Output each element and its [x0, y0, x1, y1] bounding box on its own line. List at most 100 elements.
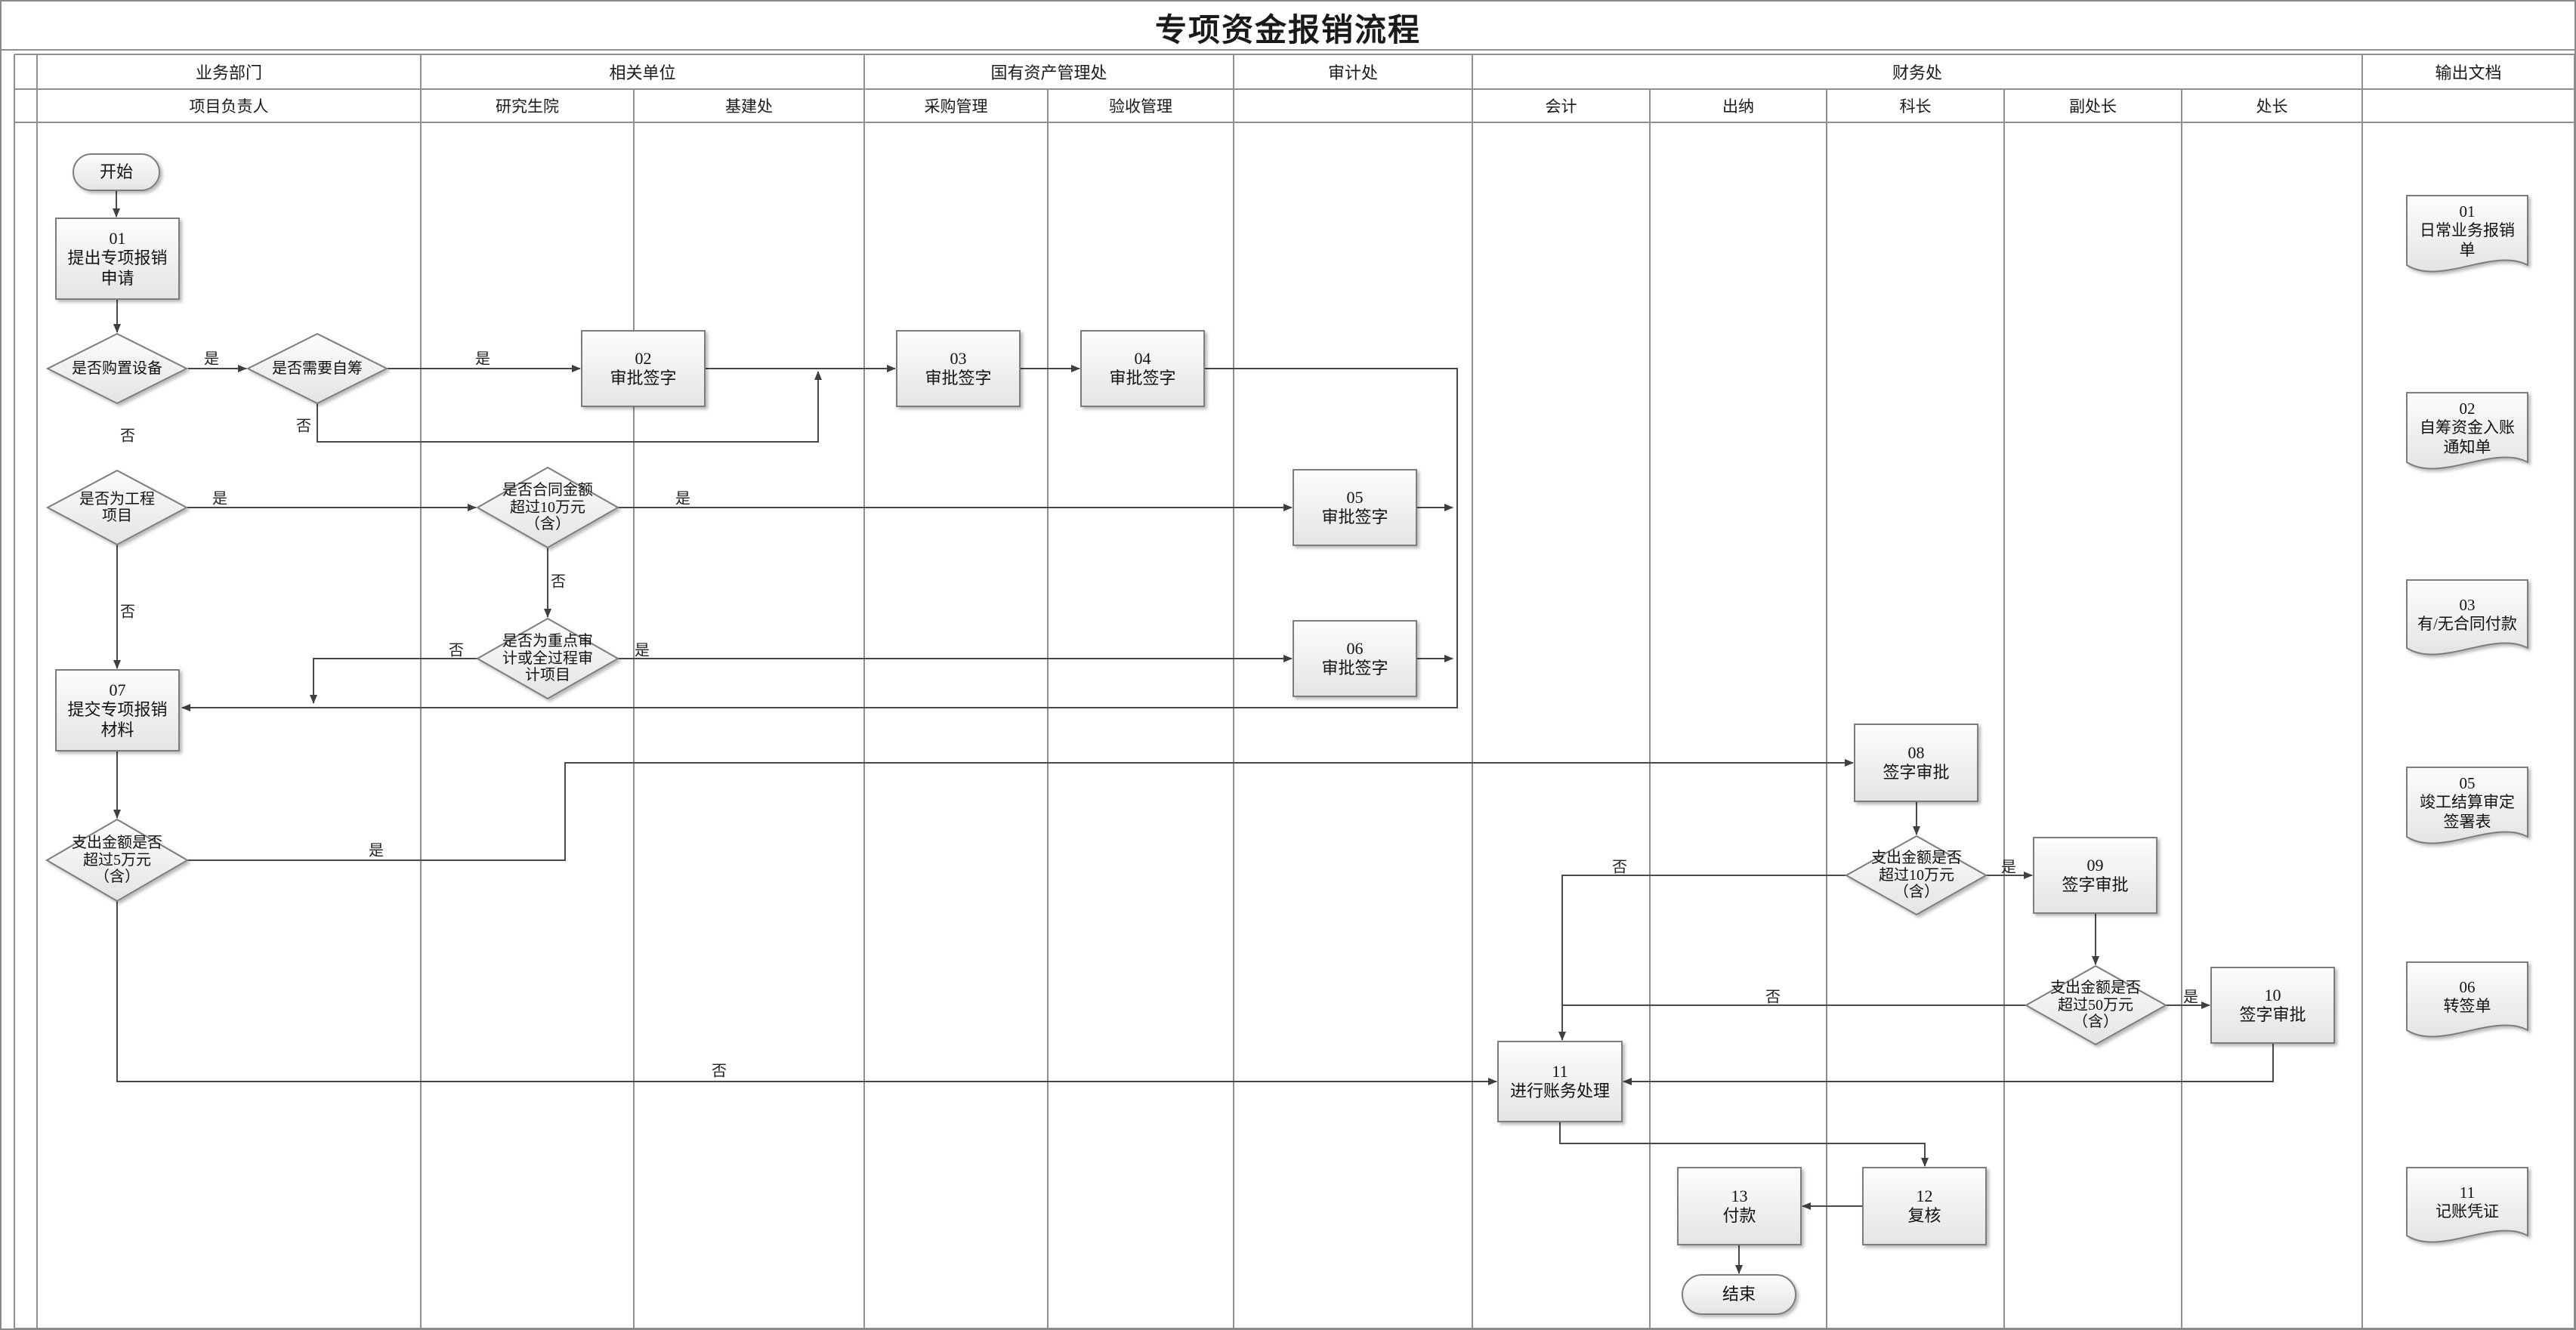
doc-06-shape: [2406, 961, 2528, 1038]
node-12-review: 12 复核: [1907, 1186, 1941, 1225]
doc-06-transfer-sign-form: 06 转签单: [2443, 977, 2491, 1015]
node-07-shape: [55, 669, 180, 751]
node-start: 开始: [99, 162, 133, 181]
edge-label-no: 否: [551, 573, 566, 591]
node-13-payment: 13 付款: [1722, 1186, 1756, 1225]
node-06-approval-sign: 06 审批签字: [1321, 638, 1388, 677]
node-11-shape: [1497, 1041, 1623, 1122]
edge-label-yes: 是: [675, 490, 690, 508]
decision-key-audit-shape: [475, 617, 620, 700]
node-04-shape: [1080, 330, 1205, 407]
swimlane-grid: [2, 49, 2574, 1328]
lane-header-asset-mgmt: 国有资产管理处: [990, 63, 1107, 82]
node-03-shape: [896, 330, 1021, 407]
edge-label-no: 否: [120, 427, 135, 445]
edge-label-yes: 是: [2001, 859, 2016, 876]
decision-expense-over-500k-shape: [2024, 964, 2168, 1046]
node-02-shape: [581, 330, 706, 407]
edge-label-yes: 是: [475, 350, 490, 368]
edge-label-no: 否: [1612, 859, 1627, 876]
edge-04-to-07: [181, 368, 1458, 711]
decision-contract-over-100k: 是否合同金额 超过10万元 （含）: [502, 482, 593, 533]
node-01-shape: [55, 218, 180, 300]
decision-equipment-purchase: 是否购置设备: [72, 360, 162, 377]
node-04-approval-sign: 04 审批签字: [1109, 348, 1176, 387]
edge-label-yes: 是: [204, 350, 219, 368]
decision-key-audit: 是否为重点审 计或全过程审 计项目: [502, 633, 593, 684]
sublane-director: 处长: [2256, 97, 2288, 116]
page-title: 专项资金报销流程: [1154, 13, 1421, 48]
edge-label-no: 否: [1765, 989, 1781, 1006]
node-10-shape: [2210, 967, 2335, 1044]
lane-header-business-dept: 业务部门: [195, 63, 262, 82]
decision-expense-over-500k: 支出金额是否 超过50万元 （含）: [2050, 980, 2141, 1031]
doc-11-accounting-voucher: 11 记账凭证: [2435, 1183, 2499, 1220]
edge-audit-no: [310, 658, 477, 704]
doc-03-contract-payment: 03 有/无合同付款: [2417, 595, 2517, 633]
lane-header-finance-dept: 财务处: [1892, 63, 1942, 82]
decision-self-funding-shape: [246, 332, 389, 405]
doc-05-shape: [2406, 767, 2528, 844]
node-05-shape: [1293, 469, 1417, 546]
doc-02-self-fund-entry-notice: 02 自筹资金入账 通知单: [2420, 400, 2515, 456]
edge-10w-no: [1558, 875, 1846, 1041]
decision-expense-over-50k: 支出金额是否 超过5万元 （含）: [72, 835, 162, 886]
decision-expense-over-100k-shape: [1844, 835, 1988, 916]
edge-label-yes: 是: [635, 642, 650, 659]
doc-03-shape: [2406, 579, 2528, 656]
flow-edges: [113, 190, 2274, 1274]
node-08-shape: [1854, 724, 1978, 802]
node-09-shape: [2033, 837, 2157, 914]
doc-01-shape: [2406, 195, 2528, 273]
node-09-sign-approval: 09 签字审批: [2062, 855, 2129, 894]
sublane-infrastructure: 基建处: [725, 97, 773, 116]
node-end: 结束: [1722, 1284, 1756, 1304]
sublane-accountant: 会计: [1545, 97, 1577, 116]
node-13-shape: [1677, 1167, 1802, 1245]
sublane-cashier: 出纳: [1722, 97, 1754, 116]
edge-label-yes: 是: [2183, 989, 2198, 1006]
sublane-acceptance: 验收管理: [1109, 97, 1172, 116]
node-01-submit-application: 01 提出专项报销 申请: [67, 228, 168, 288]
node-08-sign-approval: 08 签字审批: [1883, 742, 1950, 782]
start-shape: [73, 153, 160, 191]
doc-02-shape: [2406, 392, 2528, 470]
sublane-section-chief: 科长: [1899, 97, 1932, 116]
decision-engineering-project: 是否为工程 项目: [79, 490, 155, 524]
edge-11-to-12: [1559, 1122, 1929, 1167]
sublane-project-leader: 项目负责人: [189, 97, 269, 116]
node-07-submit-materials: 07 提交专项报销 材料: [67, 680, 168, 739]
decision-equipment-purchase-shape: [45, 332, 189, 405]
node-06-shape: [1293, 620, 1417, 697]
sublane-procurement: 采购管理: [924, 97, 988, 116]
edge-selffund-no: [317, 371, 822, 443]
decision-engineering-project-shape: [45, 469, 189, 546]
edge-label-no: 否: [449, 642, 464, 659]
lane-header-audit-office: 审计处: [1327, 63, 1378, 82]
doc-01-daily-reimbursement-form: 01 日常业务报销 单: [2420, 202, 2515, 259]
node-11-accounting: 11 进行账务处理: [1509, 1061, 1610, 1100]
decision-expense-over-100k: 支出金额是否 超过10万元 （含）: [1871, 850, 1962, 901]
edge-10-to-11: [1623, 1043, 2274, 1085]
decision-contract-over-100k-shape: [475, 466, 620, 549]
end-shape: [1682, 1274, 1796, 1315]
decision-self-funding: 是否需要自筹: [272, 360, 363, 377]
edge-label-yes: 是: [369, 842, 384, 859]
sublane-deputy-director: 副处长: [2069, 97, 2117, 116]
node-05-approval-sign: 05 审批签字: [1321, 487, 1388, 526]
edge-label-no: 否: [120, 603, 135, 621]
sublane-graduate-school: 研究生院: [496, 97, 559, 116]
edge-5w-no: [116, 901, 1497, 1085]
edge-label-no: 否: [296, 418, 311, 435]
doc-05-completion-settlement-form: 05 竣工结算审定 签署表: [2420, 774, 2515, 831]
lane-header-related-units: 相关单位: [609, 63, 676, 82]
lane-header-output-docs: 输出文档: [2435, 63, 2502, 82]
node-03-approval-sign: 03 审批签字: [925, 348, 992, 387]
decision-expense-over-50k-shape: [45, 818, 189, 903]
node-12-shape: [1862, 1167, 1987, 1245]
edge-5w-yes: [187, 759, 1854, 861]
node-10-sign-approval: 10 签字审批: [2239, 985, 2306, 1024]
doc-11-shape: [2406, 1167, 2528, 1243]
